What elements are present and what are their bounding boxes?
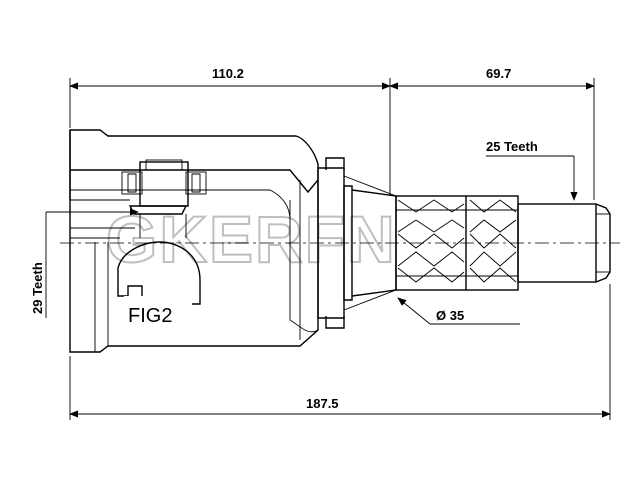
dimension-69-7: 69.7 [389,66,595,90]
svg-text:GKERFN: GKERFN [106,202,397,276]
leader-29-teeth: 29 Teeth [30,208,139,318]
svg-text:29 Teeth: 29 Teeth [30,262,45,314]
extension-lines [69,78,611,420]
dimension-110-2: 110.2 [69,66,391,90]
leader-diameter-35: Ø 35 [397,297,520,325]
svg-text:Ø 35: Ø 35 [436,308,464,323]
svg-text:187.5: 187.5 [306,396,339,411]
fig2-section: FIG2 [117,241,201,330]
knurl-band-1 [397,199,465,283]
housing [69,129,319,353]
dimension-187-5: 187.5 [69,396,611,418]
knurl-band-2 [469,199,517,283]
watermark: GKERFN [105,201,397,277]
svg-text:25 Teeth: 25 Teeth [486,139,538,154]
svg-text:110.2: 110.2 [212,66,244,81]
figure-label: FIG2 [128,305,172,327]
svg-text:69.7: 69.7 [486,66,511,81]
leader-25-teeth: 25 Teeth [486,139,578,201]
